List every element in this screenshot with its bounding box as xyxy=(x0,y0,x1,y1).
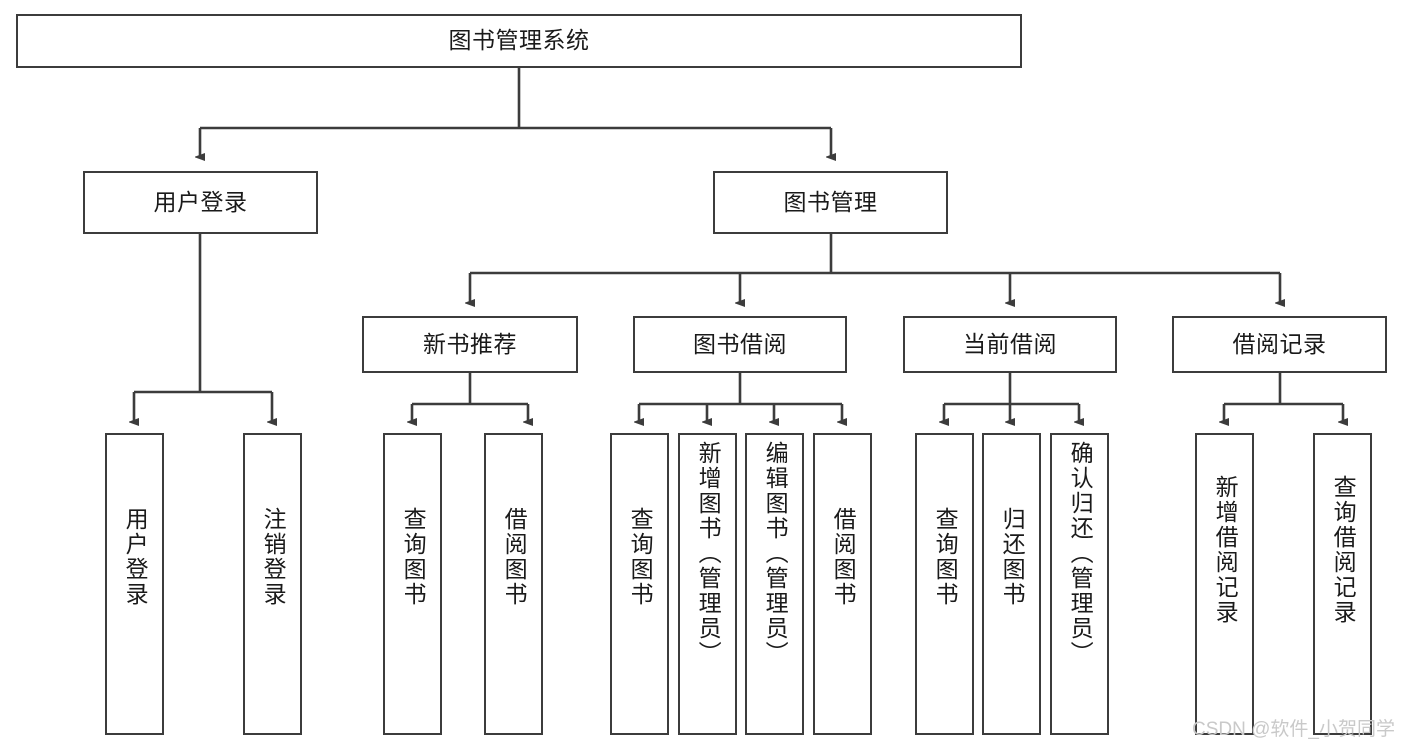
node-label: 用户登录 xyxy=(122,507,149,607)
node-label: 借阅记录 xyxy=(1232,330,1327,357)
node-label: 图书管理 xyxy=(783,188,878,215)
node-label: 新增借阅记录 xyxy=(1212,475,1239,625)
node-user-login[interactable]: 用户登录 xyxy=(83,171,318,234)
node-label: 注销登录 xyxy=(260,507,287,607)
node-leaf-confirm-return-admin[interactable]: 确认归还（管理员） xyxy=(1050,433,1109,735)
node-label: 查询图书 xyxy=(932,507,959,607)
node-leaf-borrow-book-recommend[interactable]: 借阅图书 xyxy=(484,433,543,735)
node-label: 新增图书（管理员） xyxy=(695,441,722,666)
node-leaf-borrow-book[interactable]: 借阅图书 xyxy=(813,433,872,735)
node-label: 查询图书 xyxy=(400,507,427,607)
node-label: 图书管理系统 xyxy=(448,27,590,54)
node-leaf-return-book[interactable]: 归还图书 xyxy=(982,433,1041,735)
node-book-borrow[interactable]: 图书借阅 xyxy=(633,316,847,373)
node-leaf-query-book-current[interactable]: 查询图书 xyxy=(915,433,974,735)
node-leaf-add-book-admin[interactable]: 新增图书（管理员） xyxy=(678,433,737,735)
node-leaf-logout-login[interactable]: 注销登录 xyxy=(243,433,302,735)
node-new-book-recommend[interactable]: 新书推荐 xyxy=(362,316,578,373)
node-label: 编辑图书（管理员） xyxy=(762,441,789,666)
node-label: 查询图书 xyxy=(627,507,654,607)
node-label: 借阅图书 xyxy=(501,507,528,607)
csdn-watermark: CSDN @软件_小贺同学 xyxy=(1192,719,1395,740)
node-label: 借阅图书 xyxy=(830,507,857,607)
node-label: 图书借阅 xyxy=(693,330,787,357)
node-current-borrow[interactable]: 当前借阅 xyxy=(903,316,1117,373)
node-label: 新书推荐 xyxy=(423,330,517,357)
node-leaf-edit-book-admin[interactable]: 编辑图书（管理员） xyxy=(745,433,804,735)
node-label: 确认归还（管理员） xyxy=(1067,441,1094,666)
node-label: 当前借阅 xyxy=(963,330,1057,357)
node-root-book-management-system[interactable]: 图书管理系统 xyxy=(16,14,1022,68)
node-label: 查询借阅记录 xyxy=(1330,475,1357,625)
node-book-manage[interactable]: 图书管理 xyxy=(713,171,948,234)
node-label: 归还图书 xyxy=(999,507,1026,607)
node-leaf-query-borrow-record[interactable]: 查询借阅记录 xyxy=(1313,433,1372,735)
node-leaf-user-login[interactable]: 用户登录 xyxy=(105,433,164,735)
node-leaf-query-book-borrow[interactable]: 查询图书 xyxy=(610,433,669,735)
node-borrow-record[interactable]: 借阅记录 xyxy=(1172,316,1387,373)
node-label: 用户登录 xyxy=(153,188,248,215)
node-leaf-add-borrow-record[interactable]: 新增借阅记录 xyxy=(1195,433,1254,735)
node-leaf-query-book-recommend[interactable]: 查询图书 xyxy=(383,433,442,735)
